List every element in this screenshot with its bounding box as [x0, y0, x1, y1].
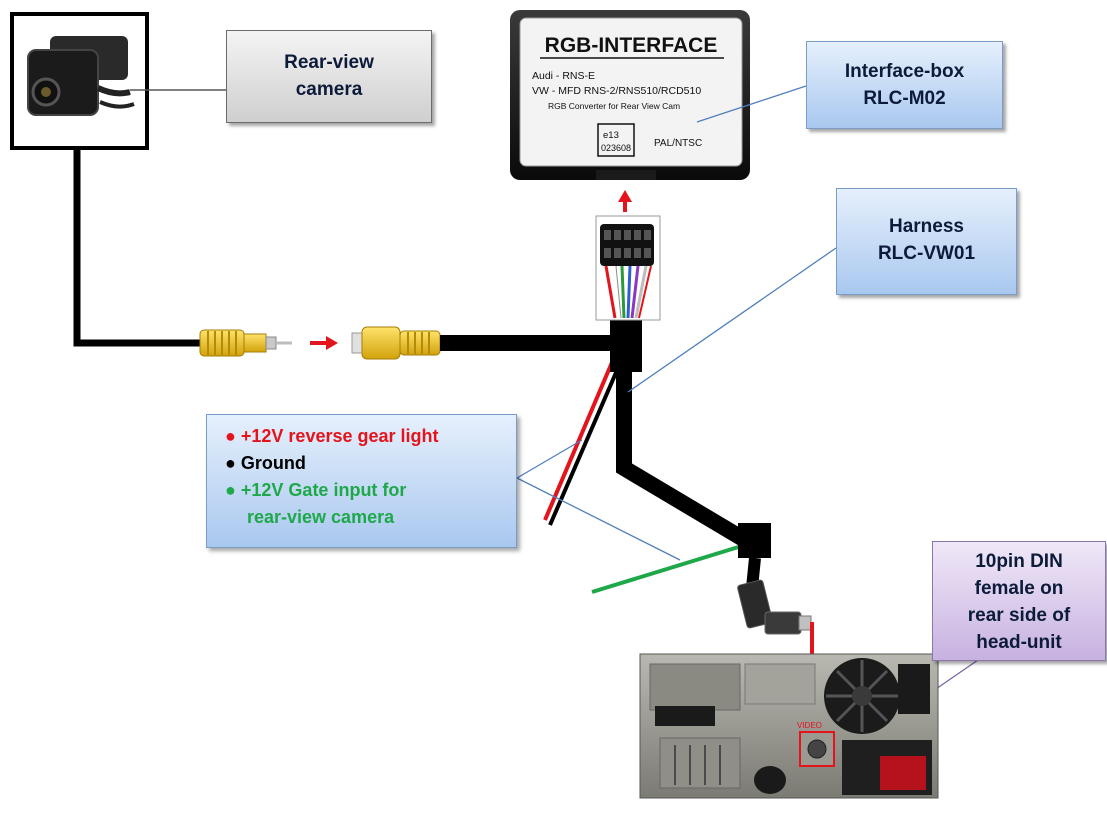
- harness-label-line-2: RLC-VW01: [877, 243, 976, 264]
- bullet-green-icon: ●: [225, 480, 236, 500]
- wire-legend-ground: ● Ground: [225, 450, 516, 477]
- interface-box-picture: RGB-INTERFACE Audi - RNS-E VW - MFD RNS-…: [510, 10, 750, 180]
- interface-box-cert2: 023608: [601, 143, 631, 153]
- bullet-black-icon: ●: [225, 453, 236, 473]
- harness-label-line-1: Harness: [889, 216, 964, 237]
- din-label-line-1: 10pin DIN: [975, 551, 1063, 572]
- rear-view-camera-picture: [10, 12, 149, 150]
- interface-box-label: Interface-box RLC-M02: [806, 41, 1003, 129]
- wire-legend-text: +12V Gate input for: [240, 480, 407, 500]
- interface-box-line1: Audi - RNS-E: [532, 70, 595, 82]
- wires-callout-line-1: [516, 439, 583, 479]
- din-connector-label: 10pin DIN female on rear side of head-un…: [932, 541, 1106, 661]
- wires-callout-line-2: [516, 477, 681, 561]
- wire-red: [543, 359, 615, 521]
- din-junction: [738, 523, 771, 558]
- interface-box-line3: RGB Converter for Rear View Cam: [548, 101, 680, 111]
- wire-legend-gate-input-cont: rear-view camera: [225, 504, 516, 531]
- din-label-line-3: rear side of: [967, 605, 1071, 626]
- wire-black: [548, 367, 620, 526]
- harness-callout-line: [627, 247, 837, 393]
- interface-callout-line: [696, 85, 807, 123]
- interface-label-line-2: RLC-M02: [863, 88, 946, 109]
- head-unit-picture: VIDEO: [639, 653, 939, 799]
- harness-junction: [610, 318, 642, 372]
- wires-legend-box: ● +12V reverse gear light ● Ground ● +12…: [206, 414, 517, 548]
- rca-male-plug: [199, 329, 292, 357]
- camera-label-line-2: camera: [295, 79, 363, 100]
- wire-legend-reverse-light: ● +12V reverse gear light: [225, 423, 516, 450]
- harness-label: Harness RLC-VW01: [836, 188, 1017, 295]
- wire-legend-text: +12V reverse gear light: [240, 426, 439, 446]
- din-plug: [737, 557, 812, 635]
- interface-label-line-1: Interface-box: [844, 61, 965, 82]
- din-label-line-2: female on: [974, 578, 1064, 599]
- interface-box-cert1: e13: [603, 130, 619, 141]
- wire-legend-text: rear-view camera: [247, 507, 395, 527]
- interface-box-line2: VW - MFD RNS-2/RNS510/RCD510: [532, 85, 701, 97]
- din-label-line-4: head-unit: [976, 632, 1062, 653]
- rca-female-plug: [351, 326, 441, 360]
- rear-view-camera-label: Rear-view camera: [226, 30, 432, 123]
- camera-label-line-1: Rear-view: [284, 52, 374, 73]
- wire-green: [591, 543, 746, 594]
- interface-box-title: RGB-INTERFACE: [545, 34, 718, 57]
- bullet-red-icon: ●: [225, 426, 236, 446]
- up-arrow-head: [618, 190, 632, 202]
- wire-legend-gate-input: ● +12V Gate input for: [225, 477, 516, 504]
- head-unit-port-label: VIDEO: [797, 721, 822, 730]
- connect-arrow-head: [326, 336, 338, 350]
- wire-legend-text: Ground: [240, 453, 306, 473]
- interface-box-std: PAL/NTSC: [654, 138, 702, 149]
- camera-cable: [73, 148, 200, 347]
- harness-connector: [595, 215, 661, 321]
- harness-din-cable: [616, 372, 750, 547]
